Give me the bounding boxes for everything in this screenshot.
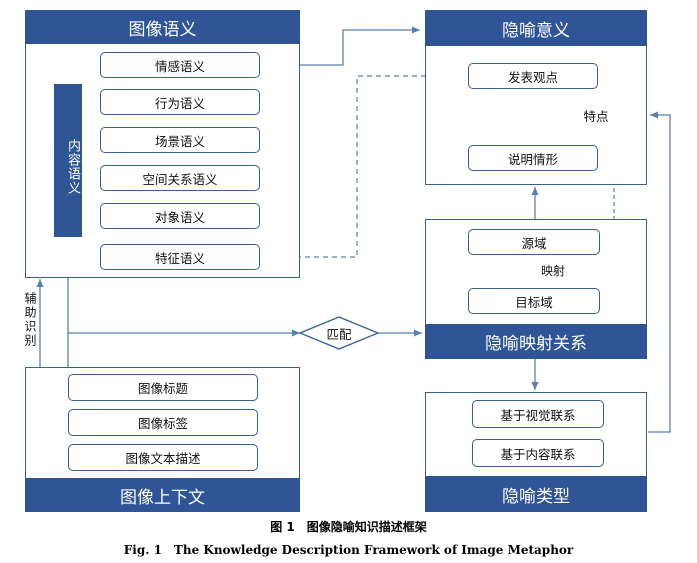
- mapping-label: 映射: [541, 264, 566, 278]
- feature-semantics-node[interactable]: 特征语义: [100, 244, 260, 270]
- viewpoint-node[interactable]: 发表观点: [468, 63, 598, 89]
- figure-caption-en: Fig. 1 The Knowledge Description Framewo…: [123, 543, 574, 557]
- image-semantics-title: 图像语义: [25, 10, 300, 44]
- metaphor-meaning-title: 隐喻意义: [425, 10, 647, 46]
- image-context-title: 图像上下文: [25, 478, 300, 512]
- source-domain-node[interactable]: 源域: [468, 229, 600, 255]
- match-diamond: [298, 316, 380, 350]
- image-title-node[interactable]: 图像标题: [68, 374, 258, 401]
- edge-emotion-to-meaning: [260, 26, 420, 66]
- match-label: 匹配: [326, 326, 352, 342]
- visual-link-node[interactable]: 基于视觉联系: [472, 400, 604, 428]
- figure-caption-cn: 图 1 图像隐喻知识描述框架: [270, 520, 427, 534]
- edge-feature-to-viewpoint: [260, 72, 464, 258]
- metaphor-type-title: 隐喻类型: [425, 476, 647, 512]
- metaphor-mapping-title: 隐喻映射关系: [425, 324, 647, 359]
- edge-type-to-meaning: [648, 111, 671, 433]
- situation-node[interactable]: 说明情形: [468, 145, 598, 171]
- behavior-semantics-node[interactable]: 行为语义: [100, 89, 260, 115]
- trait-label[interactable]: 特点: [583, 108, 609, 124]
- target-domain-node[interactable]: 目标域: [468, 288, 600, 314]
- emotion-semantics-node[interactable]: 情感语义: [100, 52, 260, 78]
- image-text-desc-node[interactable]: 图像文本描述: [68, 444, 258, 471]
- image-tag-node[interactable]: 图像标签: [68, 409, 258, 436]
- content-semantics-bar: 内容语义: [54, 84, 82, 237]
- object-semantics-node[interactable]: 对象语义: [100, 203, 260, 229]
- auxiliary-recognition-label: 辅助识别: [23, 292, 37, 348]
- content-link-node[interactable]: 基于内容联系: [472, 439, 604, 467]
- scene-semantics-node[interactable]: 场景语义: [100, 127, 260, 153]
- spatial-relation-semantics-node[interactable]: 空间关系语义: [100, 165, 260, 191]
